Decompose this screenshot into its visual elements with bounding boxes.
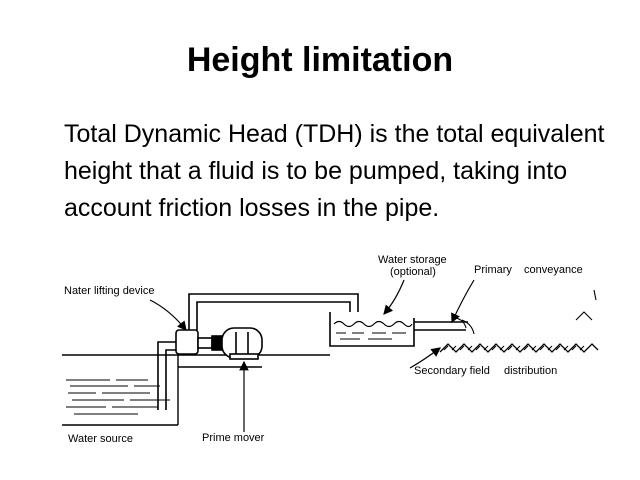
label-water-lifting-device: Nater lifting device xyxy=(64,285,155,297)
delivery-pipe xyxy=(188,293,359,330)
label-prime-mover: Prime mover xyxy=(202,432,265,444)
pumping-system-diagram: Water storage (optional) Primary conveya… xyxy=(62,254,599,445)
furrowed-field xyxy=(439,289,599,353)
primary-conveyance-channel xyxy=(414,317,475,335)
label-water-storage-optional: (optional) xyxy=(390,266,436,278)
pump xyxy=(175,329,213,355)
label-conveyance: conveyance xyxy=(524,264,583,276)
label-water-storage: Water storage xyxy=(378,254,447,266)
label-water-source: Water source xyxy=(68,433,133,445)
suction-pipe xyxy=(157,341,176,410)
leader-arrows xyxy=(149,279,475,432)
label-secondary-field: Secondary field xyxy=(414,365,490,377)
label-distribution: distribution xyxy=(504,365,557,377)
motor xyxy=(211,327,263,360)
water-source-pit xyxy=(62,354,179,426)
water-storage-tank xyxy=(329,312,415,347)
label-primary: Primary xyxy=(474,264,512,276)
slide-body-text: Total Dynamic Head (TDH) is the total eq… xyxy=(64,120,605,222)
slide-title: Height limitation xyxy=(186,41,454,79)
